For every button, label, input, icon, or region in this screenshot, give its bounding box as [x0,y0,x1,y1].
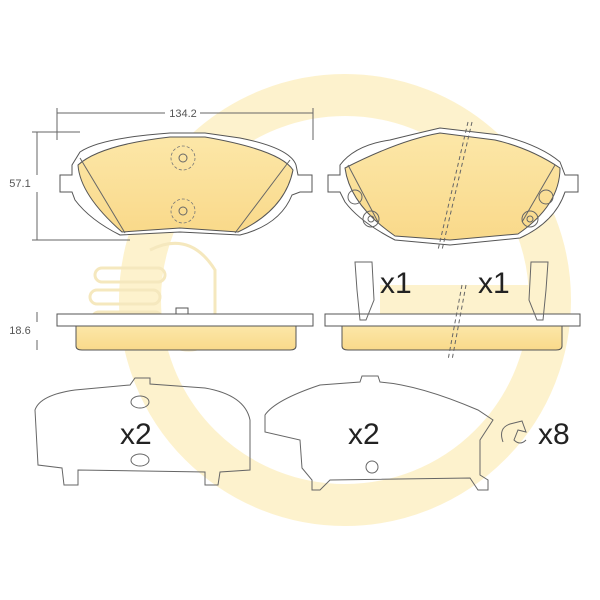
dimension-thickness: 18.6 [9,312,38,350]
shim-left [34,377,251,486]
thickness-label: 18.6 [9,325,30,337]
qty-spring-clip: x8 [538,418,570,451]
pad-right-side [324,261,581,361]
qty-clip-right: x1 [478,267,510,300]
shim-right [264,375,494,491]
qty-shim-left: x2 [120,418,152,451]
qty-clip-left: x1 [380,267,412,300]
dimension-width: 134.2 [56,108,314,140]
spring-clip-icon [501,420,527,444]
pad-left-side [56,307,314,351]
pad-left-front [59,132,313,236]
width-label: 134.2 [169,108,197,120]
dimension-height: 57.1 [9,131,130,241]
pad-right-front [327,121,579,251]
height-label: 57.1 [9,178,30,190]
qty-shim-right: x2 [348,418,380,451]
